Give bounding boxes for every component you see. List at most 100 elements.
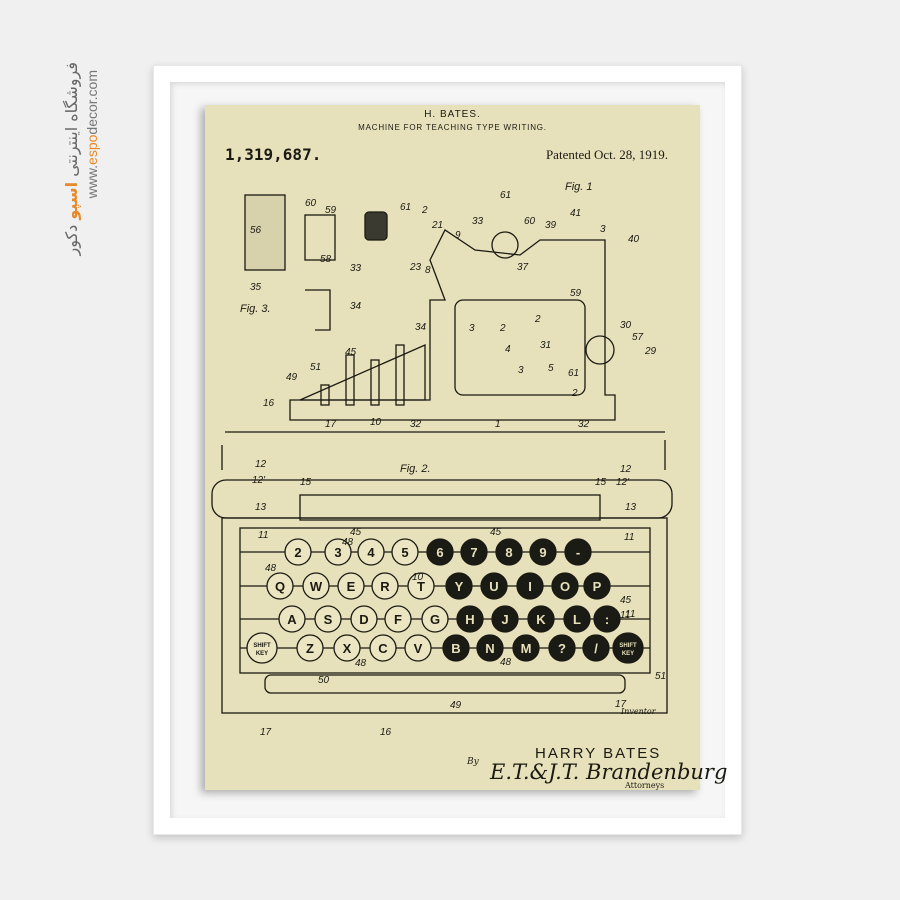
url-brand: espo bbox=[84, 134, 100, 165]
key-i bbox=[516, 572, 544, 600]
key-label: K bbox=[536, 612, 546, 627]
key-label: T bbox=[417, 579, 425, 594]
reference-number: 12' bbox=[616, 477, 630, 488]
key-label: U bbox=[489, 579, 498, 594]
key-label: D bbox=[359, 612, 368, 627]
reference-number: 23 bbox=[409, 262, 422, 273]
key-label: ? bbox=[558, 641, 566, 656]
key-k bbox=[527, 605, 555, 633]
key-q bbox=[266, 572, 294, 600]
key-stem bbox=[370, 359, 380, 406]
key-7 bbox=[460, 538, 488, 566]
key-o bbox=[551, 572, 579, 600]
fig1-label: Fig. 1 bbox=[565, 181, 593, 193]
reference-number: 57 bbox=[632, 332, 644, 343]
key-stem bbox=[320, 384, 330, 406]
reference-number: 41 bbox=[570, 208, 581, 219]
reference-number: 58 bbox=[320, 254, 332, 265]
roller-fig3 bbox=[244, 194, 286, 271]
reference-number: 21 bbox=[431, 220, 443, 231]
reference-number: 3 bbox=[518, 365, 524, 376]
key-label: Q bbox=[275, 579, 285, 594]
reference-number: 11 bbox=[258, 530, 268, 541]
key-r bbox=[371, 572, 399, 600]
by-label: By bbox=[467, 757, 479, 767]
key-s bbox=[314, 605, 342, 633]
key-label: 2 bbox=[294, 545, 301, 560]
key-e bbox=[337, 572, 365, 600]
key-label: V bbox=[414, 641, 423, 656]
reference-number: 13 bbox=[625, 502, 637, 513]
paper-table bbox=[299, 494, 601, 521]
key-p bbox=[583, 572, 611, 600]
reference-number: 45 bbox=[345, 347, 357, 358]
key-shift-key bbox=[246, 632, 278, 664]
bracket-fig3 bbox=[304, 214, 336, 261]
reference-number: 35 bbox=[250, 282, 262, 293]
keyboard-frame bbox=[221, 517, 668, 714]
reference-number: 59 bbox=[570, 288, 582, 299]
reference-number: 48 bbox=[342, 537, 354, 548]
key-label: J bbox=[501, 612, 508, 627]
arm-fig3 bbox=[305, 289, 331, 331]
wm-brand: اسپو bbox=[62, 181, 81, 220]
reference-number: 48 bbox=[355, 658, 367, 669]
key-h bbox=[456, 605, 484, 633]
reference-number: 49 bbox=[286, 372, 298, 383]
key-label: W bbox=[310, 579, 323, 594]
key-d bbox=[350, 605, 378, 633]
key-label: - bbox=[576, 545, 580, 560]
fig2-label: Fig. 2. bbox=[400, 463, 431, 475]
key-label: M bbox=[521, 641, 532, 656]
fig3-label: Fig. 3. bbox=[240, 303, 271, 315]
key-label: P bbox=[593, 579, 602, 594]
key-2 bbox=[284, 538, 312, 566]
reference-number: 11 bbox=[625, 609, 635, 620]
key-n bbox=[476, 634, 504, 662]
key-label: R bbox=[380, 579, 390, 594]
reference-number: 60 bbox=[305, 198, 317, 209]
url-post: decor.com bbox=[84, 70, 100, 135]
space-bar bbox=[264, 674, 626, 694]
key-lever-wedge bbox=[299, 344, 426, 401]
reference-number: 61 bbox=[500, 190, 511, 201]
side-window bbox=[454, 299, 586, 396]
inventor-label: Inventor bbox=[621, 707, 656, 716]
key-stem bbox=[345, 354, 355, 406]
reference-number: 34 bbox=[415, 322, 427, 333]
key-m bbox=[512, 634, 540, 662]
key-label: G bbox=[430, 612, 440, 627]
reference-number: 16 bbox=[380, 727, 392, 738]
key-label: F bbox=[394, 612, 402, 627]
reference-number: 13 bbox=[255, 502, 267, 513]
reference-number: 2 bbox=[421, 205, 428, 216]
key-label: 3 bbox=[334, 545, 341, 560]
key-label: KEY bbox=[622, 651, 634, 657]
key-label: A bbox=[287, 612, 297, 627]
reference-number: 3 bbox=[600, 224, 606, 235]
reference-number: 2 bbox=[499, 323, 506, 334]
reference-number: 50 bbox=[318, 675, 330, 686]
attorney-label: Attorneys bbox=[625, 781, 665, 790]
key-t bbox=[407, 572, 435, 600]
reference-number: 51 bbox=[655, 671, 666, 682]
key-4 bbox=[357, 538, 385, 566]
key-u bbox=[480, 572, 508, 600]
key-label: X bbox=[343, 641, 352, 656]
key-v bbox=[404, 634, 432, 662]
key-label: 9 bbox=[539, 545, 546, 560]
key-label: Z bbox=[306, 641, 314, 656]
key-label: S bbox=[324, 612, 333, 627]
key-6 bbox=[426, 538, 454, 566]
key-label: O bbox=[560, 579, 570, 594]
reference-number: 61 bbox=[400, 202, 411, 213]
knob-fig3 bbox=[364, 211, 388, 241]
key-label: 6 bbox=[436, 545, 443, 560]
patent-poster: H. BATES. MACHINE FOR TEACHING TYPE WRIT… bbox=[205, 105, 727, 790]
key-- bbox=[548, 634, 576, 662]
reference-number: 32 bbox=[410, 419, 422, 430]
key-y bbox=[445, 572, 473, 600]
reference-number: 17 bbox=[615, 699, 627, 710]
reference-number: 33 bbox=[350, 263, 362, 274]
